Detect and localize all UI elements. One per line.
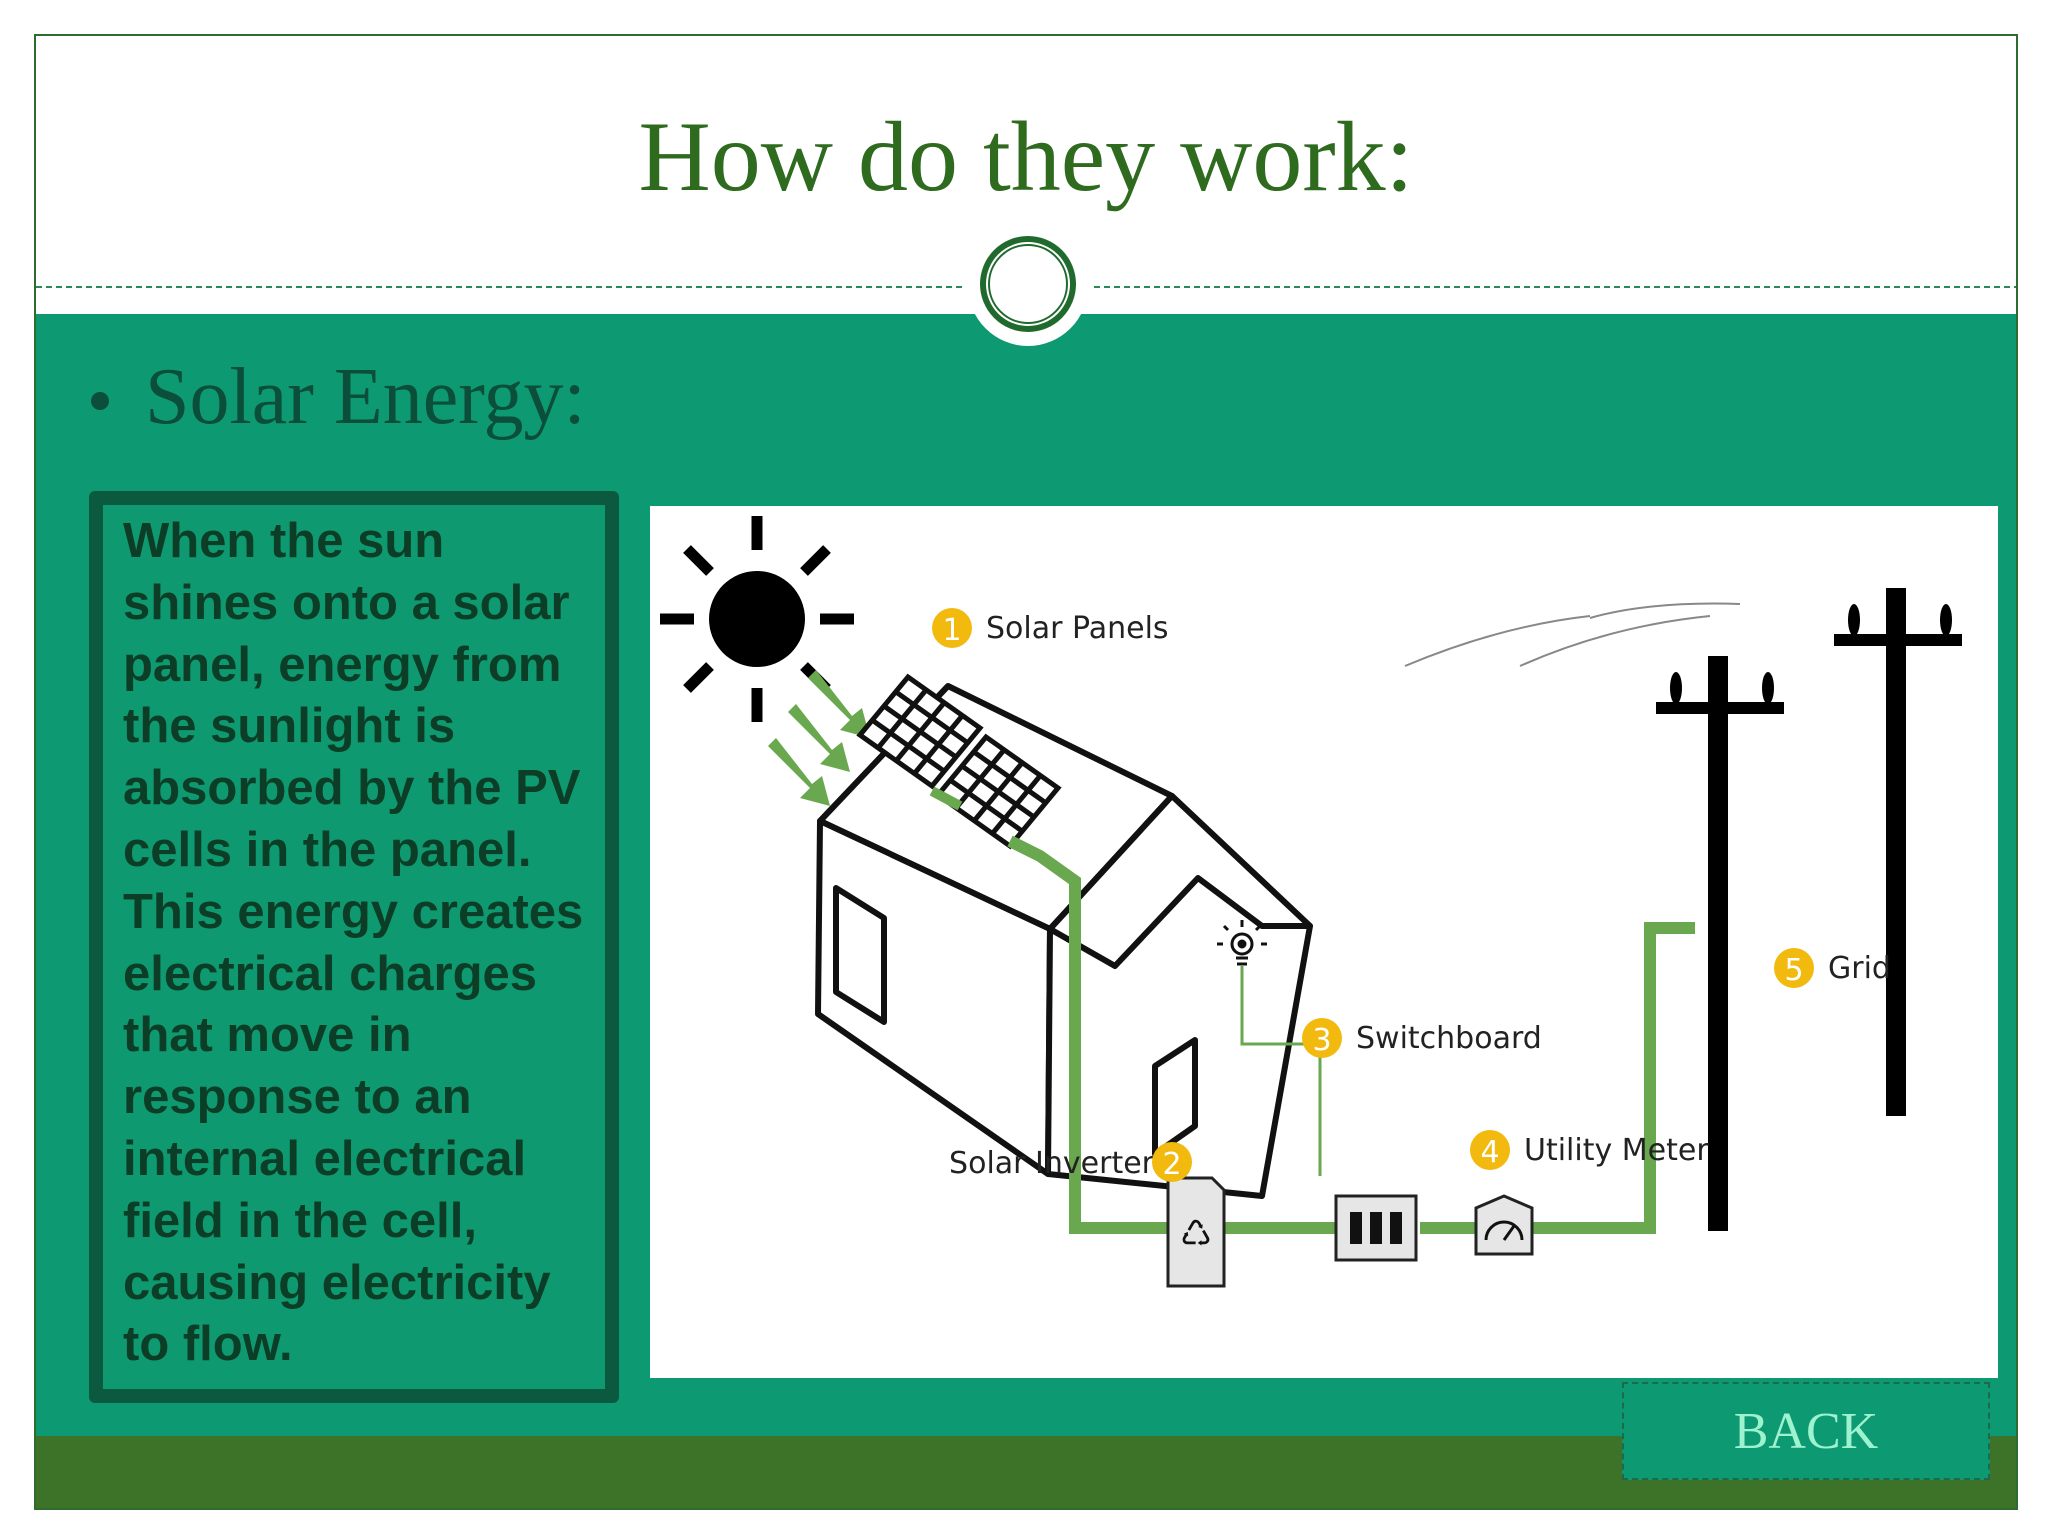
- label-text-solar-inverter: Solar Inverter: [949, 1146, 1155, 1181]
- solar-diagram-svg: ♺: [660, 516, 1962, 1288]
- bullet-heading: Solar Energy:: [91, 352, 586, 443]
- wiring: [929, 786, 1695, 1234]
- svg-text:4: 4: [1480, 1135, 1499, 1170]
- house-icon: [815, 683, 1313, 1199]
- svg-text:♺: ♺: [1180, 1214, 1212, 1255]
- solar-panel-icon: [856, 673, 1062, 850]
- label-text-solar-panels: Solar Panels: [986, 611, 1169, 646]
- svg-text:2: 2: [1162, 1147, 1181, 1182]
- svg-text:5: 5: [1784, 953, 1803, 988]
- label-solar-inverter: Solar Inverter 2: [949, 1142, 1192, 1182]
- solar-diagram: ♺: [650, 506, 1998, 1378]
- slide-frame: How do they work: Solar Energy: When the…: [34, 34, 2018, 1510]
- label-text-utility-meter: Utility Meter: [1524, 1133, 1709, 1168]
- svg-text:3: 3: [1312, 1023, 1331, 1058]
- label-switchboard: 3 Switchboard: [1302, 1018, 1542, 1058]
- label-text-grid: Grid: [1828, 951, 1891, 986]
- label-solar-panels: 1 Solar Panels: [932, 608, 1169, 648]
- label-grid: 5 Grid: [1774, 948, 1891, 988]
- sunlight-arrows-icon: [768, 670, 870, 806]
- ring-ornament-inner: [988, 244, 1068, 324]
- header-divider-right: [1094, 286, 2016, 288]
- switchboard-icon: [1334, 1194, 1418, 1262]
- header-divider-left: [36, 286, 962, 288]
- light-bulb-icon: [1217, 920, 1267, 966]
- svg-text:1: 1: [942, 613, 961, 648]
- label-text-switchboard: Switchboard: [1356, 1021, 1542, 1056]
- ring-ornament-icon: [980, 236, 1076, 332]
- power-pole-icon: [1404, 588, 1962, 1231]
- meter-icon: [1474, 1194, 1534, 1256]
- bullet-dot-icon: [91, 391, 109, 410]
- description-text: When the sun shines onto a solar panel, …: [123, 514, 584, 1372]
- slide-title: How do they work:: [638, 101, 1414, 212]
- description-box: When the sun shines onto a solar panel, …: [89, 491, 619, 1403]
- inverter-icon: ♺: [1166, 1176, 1226, 1288]
- bullet-heading-text: Solar Energy:: [145, 353, 586, 441]
- back-button[interactable]: BACK: [1622, 1382, 1990, 1480]
- label-utility-meter: 4 Utility Meter: [1470, 1130, 1709, 1170]
